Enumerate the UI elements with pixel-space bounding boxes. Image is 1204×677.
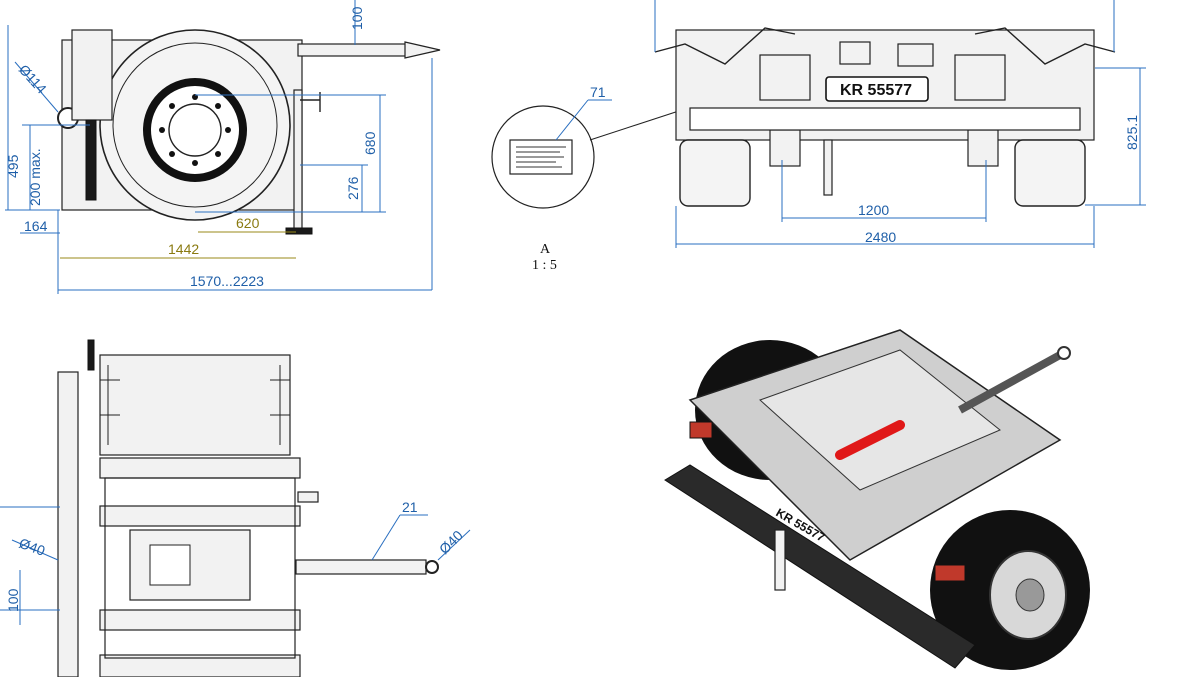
rear-airbag-left [769, 129, 801, 167]
iso-lamp-left [689, 421, 713, 439]
top-crossmember-3 [99, 609, 301, 631]
iso-hub [1015, 578, 1045, 612]
dim-1442: 1442 [168, 241, 199, 257]
top-view: Ø40 100 21 Ø40 [0, 339, 471, 677]
side-wheel-tread [112, 42, 278, 208]
iso-bumper [664, 464, 976, 669]
side-front-leg [85, 119, 97, 201]
side-front-bracket [71, 29, 113, 121]
dim-diameter-40-left: Ø40 [17, 535, 48, 559]
dim-diameter-114: Ø114 [16, 61, 50, 97]
callout-71: 71 [590, 84, 606, 100]
dim-100-top: 100 [349, 6, 365, 30]
side-view: 495 200 max. Ø114 100 680 276 164 620 14… [5, 0, 441, 294]
view-label-a: A [540, 242, 551, 257]
view-scale: 1 : 5 [532, 258, 557, 273]
top-wheel-front-details [100, 365, 290, 445]
iso-view: KR 55577 [664, 329, 1090, 670]
top-crossmember-2 [99, 505, 301, 527]
top-crossmember-4 [99, 654, 301, 677]
rear-license-plate [825, 76, 929, 102]
dim-100-left: 100 [5, 588, 21, 612]
top-crossmember-1 [99, 457, 301, 479]
dim-1200: 1200 [858, 202, 889, 218]
rear-socket-box [897, 43, 934, 67]
rear-airbag-right [967, 129, 999, 167]
top-frame [104, 477, 296, 659]
rear-light-box [839, 41, 871, 65]
dim-2480: 2480 [865, 229, 896, 245]
iso-red-bar [835, 420, 905, 460]
iso-frame-top [759, 349, 1001, 491]
side-support-leg [293, 89, 303, 231]
rear-links [654, 27, 1116, 65]
top-wheel-front [99, 354, 291, 456]
rear-wheel-left [679, 139, 751, 207]
rear-bumper [689, 107, 1081, 131]
side-drawbar [297, 43, 409, 57]
rear-plate-text: KR 55577 [840, 82, 912, 99]
top-center-box [149, 544, 191, 586]
dim-495: 495 [5, 154, 21, 178]
top-bumper [57, 371, 79, 677]
callout-21: 21 [402, 499, 418, 515]
rear-box-left [759, 54, 811, 101]
side-support-foot [285, 227, 313, 235]
side-drawbar-eye [404, 41, 441, 59]
dim-825: 825.1 [1124, 115, 1140, 150]
dim-164: 164 [24, 218, 48, 234]
iso-support-leg [774, 529, 786, 591]
top-jack-handle [87, 339, 95, 371]
iso-drawbar-eye [1057, 346, 1071, 360]
dim-diameter-40-right: Ø40 [436, 527, 466, 557]
detail-plate-lines [516, 146, 566, 168]
rear-support-leg [823, 139, 833, 196]
side-wheel-hub [168, 103, 222, 157]
detail-view-a: 71 A 1 : 5 [491, 54, 851, 273]
rear-box-right [954, 54, 1006, 101]
dim-680: 680 [362, 131, 378, 155]
dim-200max: 200 max. [27, 148, 43, 206]
top-side-pin [297, 491, 319, 503]
dim-length: 1570...2223 [190, 273, 264, 289]
dim-620: 620 [236, 215, 260, 231]
rear-view: KR 55577 825.1 1200 2480 [654, 0, 1146, 248]
iso-drawbar [958, 351, 1062, 414]
iso-lamp-right [934, 564, 966, 582]
top-drawbar-eye [425, 560, 439, 574]
top-drawbar [295, 559, 427, 575]
rear-wheel-right [1014, 139, 1086, 207]
dim-276: 276 [345, 176, 361, 200]
